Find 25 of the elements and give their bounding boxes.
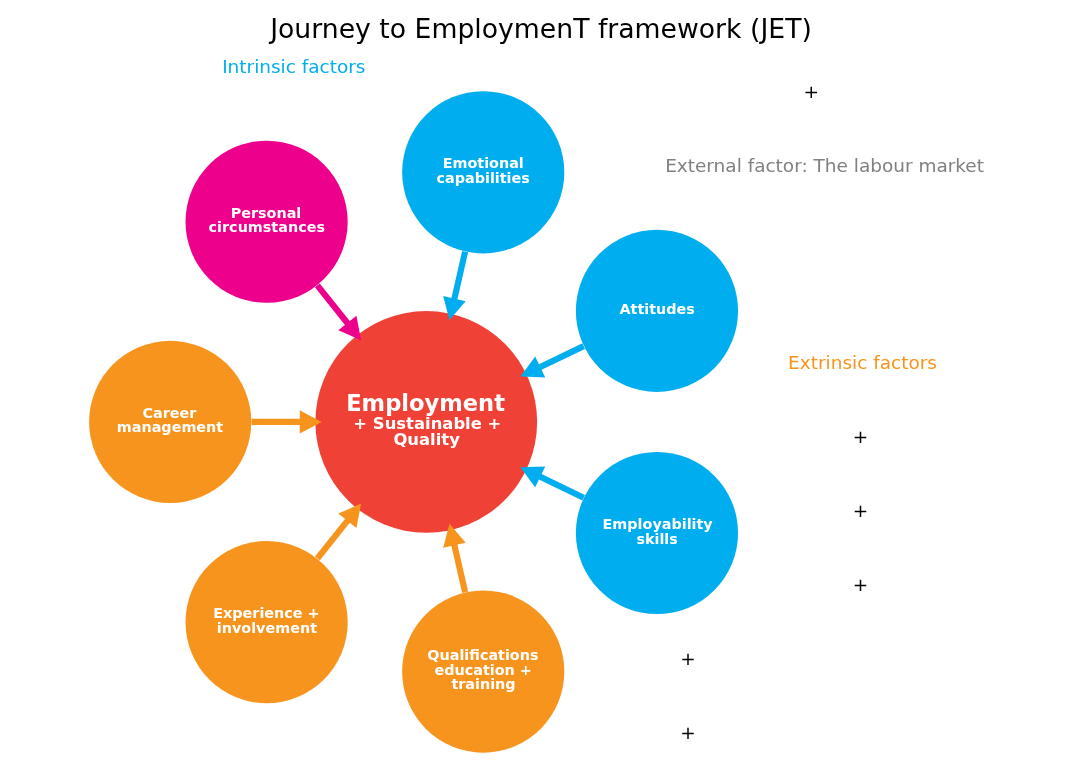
- caption: External factor: The labour market: [664, 154, 984, 176]
- arrow: [442, 250, 468, 321]
- label: +: [852, 499, 868, 521]
- label: +: [852, 573, 868, 595]
- arrow: [519, 343, 585, 378]
- label: Extrinsic factors: [787, 351, 937, 373]
- node-circle: Attitudes: [575, 229, 738, 392]
- label: Intrinsic factors: [221, 56, 366, 78]
- node-circle: Experience + involvement: [185, 541, 348, 704]
- arrow: [442, 523, 468, 593]
- node-circle: Emotional capabilities: [401, 91, 564, 254]
- label: +: [852, 425, 868, 447]
- arrow: [314, 503, 361, 561]
- node-circle: Employability skills: [575, 451, 738, 615]
- node-circle: Career management: [88, 340, 251, 503]
- node-circle: Personal circumstances: [185, 140, 348, 303]
- node-circle: Qualifications education + training: [401, 590, 564, 753]
- diagram-title: Journey to EmploymenT framework (JET): [269, 12, 812, 44]
- node-circle: Employment + Sustainable + Quality: [314, 311, 537, 533]
- arrow: [251, 410, 322, 434]
- label: +: [802, 80, 819, 102]
- arrow: [519, 466, 585, 501]
- label: +: [679, 721, 696, 743]
- label: +: [679, 647, 696, 669]
- arrow: [314, 283, 361, 341]
